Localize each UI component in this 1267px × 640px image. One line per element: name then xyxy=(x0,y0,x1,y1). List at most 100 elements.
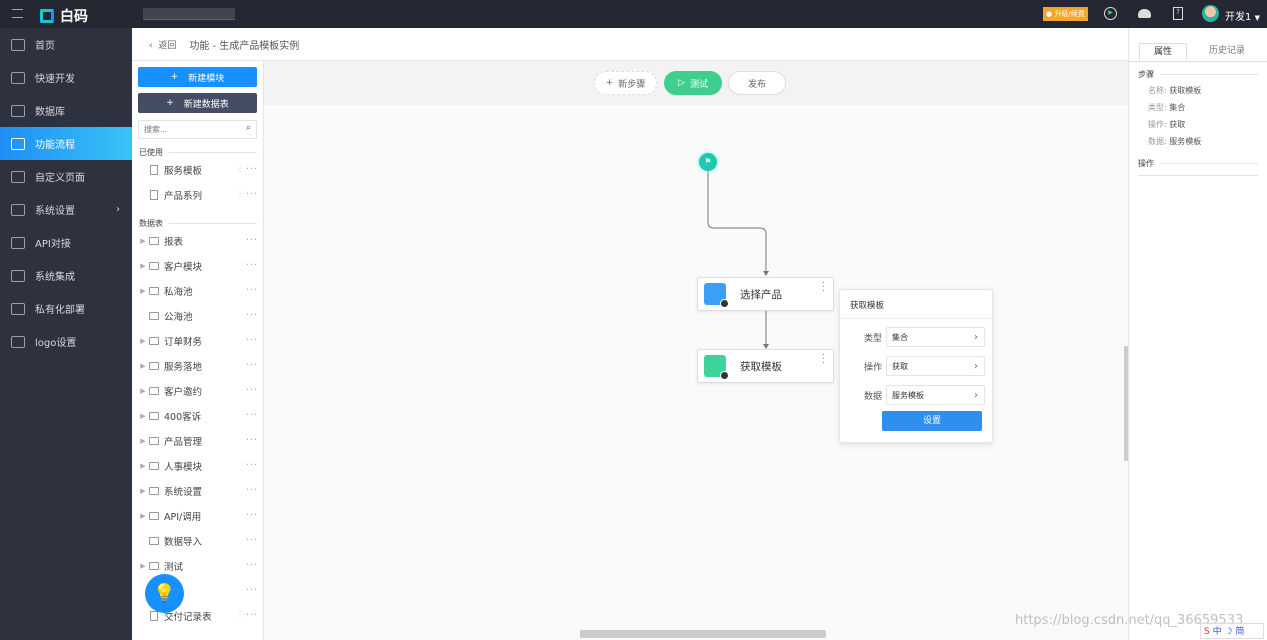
list-item[interactable]: ▶人事模块··· xyxy=(132,453,264,478)
more-icon[interactable]: ··· xyxy=(245,460,258,471)
expand-arrow-icon[interactable]: ▶ xyxy=(140,461,146,470)
sidebar-item[interactable]: 系统集成 xyxy=(0,259,132,292)
help-book-icon[interactable]: ? xyxy=(1173,7,1183,20)
folder-icon xyxy=(149,311,159,320)
new-step-button[interactable]: +新步骤 xyxy=(594,71,657,95)
more-icon[interactable]: ··· xyxy=(245,585,258,596)
field-select[interactable]: 服务模板› xyxy=(886,385,985,405)
sidebar-item[interactable]: 自定义页面 xyxy=(0,160,132,193)
test-button[interactable]: ▷测试 xyxy=(664,71,722,95)
more-icon[interactable]: ··· xyxy=(245,560,258,571)
more-icon[interactable]: ··· xyxy=(245,164,258,175)
sidebar-item[interactable]: 数据库 xyxy=(0,94,132,127)
sidebar-item[interactable]: 功能流程 xyxy=(0,127,132,160)
api-icon xyxy=(11,236,25,249)
play-circle-icon[interactable]: ▶ xyxy=(1104,7,1117,20)
expand-arrow-icon[interactable]: ▶ xyxy=(140,236,146,245)
more-icon[interactable]: ··· xyxy=(245,510,258,521)
menu-icon[interactable] xyxy=(12,9,23,18)
scrollbar-vertical[interactable] xyxy=(1124,346,1128,461)
field-settings-icon[interactable]: ⫶⫶ xyxy=(237,189,242,200)
list-item[interactable]: ▶测试··· xyxy=(132,553,264,578)
sidebar-item[interactable]: 私有化部署 xyxy=(0,292,132,325)
new-table-button[interactable]: +新建数据表 xyxy=(138,93,257,113)
sidebar-item[interactable]: 系统设置› xyxy=(0,193,132,226)
expand-arrow-icon[interactable]: ▶ xyxy=(140,286,146,295)
folder-icon xyxy=(149,486,159,495)
expand-arrow-icon[interactable]: ▶ xyxy=(140,261,146,270)
list-item[interactable]: 数据导入··· xyxy=(132,528,264,553)
expand-arrow-icon[interactable]: ▶ xyxy=(140,486,146,495)
expand-arrow-icon[interactable]: ▶ xyxy=(140,336,146,345)
list-item[interactable]: 公海池··· xyxy=(132,303,264,328)
list-item[interactable]: ··· xyxy=(132,578,264,603)
more-vertical-icon[interactable]: ··· xyxy=(821,278,825,297)
more-icon[interactable]: ··· xyxy=(245,285,258,296)
expand-arrow-icon[interactable]: ▶ xyxy=(140,561,146,570)
expand-arrow-icon[interactable]: ▶ xyxy=(140,361,146,370)
top-bar: 白码 ● 升级/续费 ▶ ? 开发1 ▼ xyxy=(0,0,1267,28)
list-item[interactable]: ▶客户邀约··· xyxy=(132,378,264,403)
logo[interactable]: 白码 xyxy=(40,6,88,26)
field-settings-icon[interactable]: ⫶⫶ xyxy=(237,610,242,621)
expand-arrow-icon[interactable]: ▶ xyxy=(140,436,146,445)
more-vertical-icon[interactable]: ··· xyxy=(821,350,825,369)
more-icon[interactable]: ··· xyxy=(245,435,258,446)
more-icon[interactable]: ··· xyxy=(245,485,258,496)
chevron-right-icon: › xyxy=(974,389,978,401)
more-icon[interactable]: ··· xyxy=(245,235,258,246)
list-item[interactable]: 产品系列⫶⫶··· xyxy=(132,182,264,207)
expand-arrow-icon[interactable]: ▶ xyxy=(140,511,146,520)
search-input[interactable] xyxy=(139,121,229,138)
list-item[interactable]: ▶400客诉··· xyxy=(132,403,264,428)
more-icon[interactable]: ··· xyxy=(245,310,258,321)
more-icon[interactable]: ··· xyxy=(245,260,258,271)
more-icon[interactable]: ··· xyxy=(245,410,258,421)
field-select[interactable]: 获取› xyxy=(886,356,985,376)
ime-indicator[interactable]: S 中 ☽ 简 xyxy=(1200,623,1264,639)
tables-section-title: 数据表 xyxy=(139,218,257,229)
sidebar-item[interactable]: 快速开发 xyxy=(0,61,132,94)
help-bulb-button[interactable]: 💡 xyxy=(145,574,184,613)
list-item[interactable]: ▶订单财务··· xyxy=(132,328,264,353)
more-icon[interactable]: ··· xyxy=(245,610,258,621)
list-item[interactable]: 交付记录表⫶⫶··· xyxy=(132,603,264,628)
avatar[interactable] xyxy=(1202,5,1219,22)
more-icon[interactable]: ··· xyxy=(245,189,258,200)
list-item[interactable]: ▶客户模块··· xyxy=(132,253,264,278)
page-title: 功能 - 生成产品模板实例 xyxy=(189,40,300,52)
list-item[interactable]: ▶API/调用··· xyxy=(132,503,264,528)
field-select[interactable]: 集合› xyxy=(886,327,985,347)
user-menu[interactable]: 开发1 ▼ xyxy=(1225,12,1260,23)
list-item[interactable]: ▶系统设置··· xyxy=(132,478,264,503)
flow-node-get-template[interactable]: 获取模板 ··· xyxy=(697,349,834,383)
list-item[interactable]: ▶服务落地··· xyxy=(132,353,264,378)
expand-arrow-icon[interactable]: ▶ xyxy=(140,411,146,420)
more-icon[interactable]: ··· xyxy=(245,385,258,396)
more-icon[interactable]: ··· xyxy=(245,535,258,546)
list-item[interactable]: ▶报表··· xyxy=(132,228,264,253)
list-item[interactable]: ▶私海池··· xyxy=(132,278,264,303)
tab-history[interactable]: 历史记录 xyxy=(1208,46,1245,56)
sidebar-item[interactable]: logo设置 xyxy=(0,325,132,358)
search-icon[interactable]: ⌕ xyxy=(245,123,251,133)
more-icon[interactable]: ··· xyxy=(245,335,258,346)
sidebar-item[interactable]: API对接 xyxy=(0,226,132,259)
tab-properties[interactable]: 属性 xyxy=(1139,43,1187,61)
more-icon[interactable]: ··· xyxy=(245,360,258,371)
start-flag-icon[interactable]: ⚑ xyxy=(699,153,717,171)
blurred-project-name[interactable] xyxy=(143,8,235,20)
back-button[interactable]: ‹ 返回 xyxy=(149,40,177,51)
new-module-button[interactable]: +新建模块 xyxy=(138,67,257,87)
flow-node-select-product[interactable]: 选择产品 ··· xyxy=(697,277,834,311)
headset-icon[interactable] xyxy=(1138,9,1151,18)
expand-arrow-icon[interactable]: ▶ xyxy=(140,386,146,395)
publish-button[interactable]: 发布 xyxy=(728,71,786,95)
scrollbar-horizontal[interactable] xyxy=(580,630,826,638)
upgrade-button[interactable]: ● 升级/续费 xyxy=(1043,7,1088,21)
list-item[interactable]: 服务模板⫶⫶··· xyxy=(132,157,264,182)
list-item[interactable]: ▶产品管理··· xyxy=(132,428,264,453)
sidebar-item[interactable]: 首页 xyxy=(0,28,132,61)
settings-button[interactable]: 设置 xyxy=(882,411,982,431)
field-settings-icon[interactable]: ⫶⫶ xyxy=(237,164,242,175)
